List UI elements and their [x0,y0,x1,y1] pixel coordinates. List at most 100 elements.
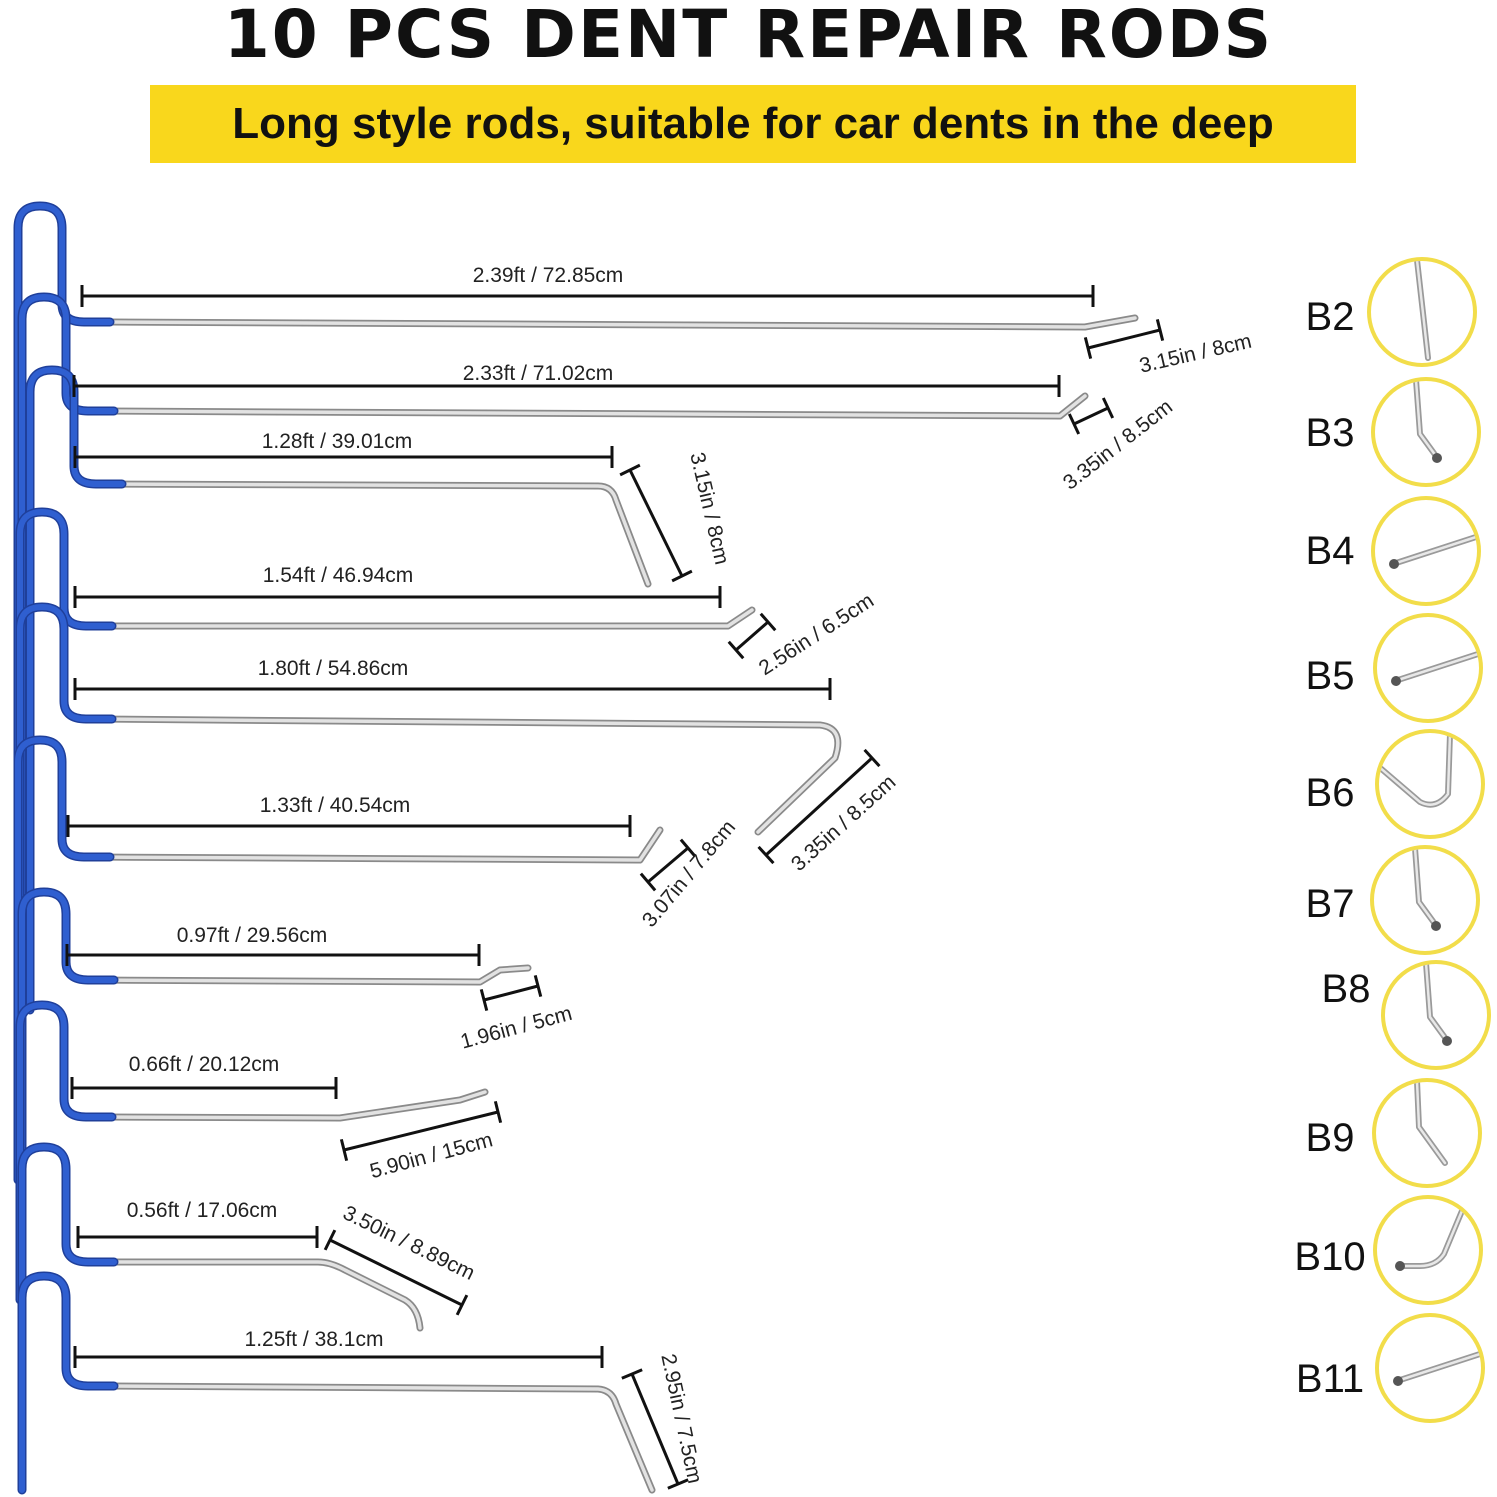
ball-tip-highlight [1398,1352,1481,1382]
rod-length-label: 0.97ft / 29.56cm [177,924,328,947]
length-dimension-4: 1.54ft / 46.94cm [73,564,722,608]
rod-length-label: 1.33ft / 40.54cm [260,794,411,817]
dimension-tick [621,1368,643,1380]
rod-7 [17,887,532,1200]
ball-tip-icon [1391,651,1479,686]
rod-shaft [88,828,662,862]
page-title: 10 PCS DENT REPAIR RODS [223,0,1274,73]
bent-ball-tip-icon [1412,849,1441,931]
rod-3 [25,365,652,1015]
tip-dimension-1: 3.15in / 8cm [1083,318,1254,378]
rod-shaft [108,316,1137,329]
tip-dimension-7: 1.96in / 5cm [458,974,575,1054]
rod-4 [15,507,756,1075]
tip-code-label: B4 [1306,529,1355,573]
rod-shaft [93,717,840,834]
dimension-tick [1101,397,1115,419]
tip-code-label: B11 [1296,1357,1364,1401]
ball-tip-icon [1389,534,1477,569]
tip-code-label: B7 [1306,882,1355,926]
length-dimension-3: 1.28ft / 39.01cm [73,430,614,468]
ball-end [1395,1261,1405,1271]
bent-ball-tip-icon [1423,964,1452,1046]
subtitle-banner: Long style rods, suitable for car dents … [150,85,1356,163]
tip-detail-b6: B6 [1306,729,1485,839]
dimension-tick [339,1138,349,1162]
dimension-tick [493,1100,503,1124]
rod-shaft-outline [96,606,756,630]
rod-9 [17,1142,424,1375]
dimension-tick [479,988,489,1012]
dimension-tick [757,845,775,865]
tip-circle [1370,845,1480,955]
tip-detail-b11: B11 [1296,1313,1485,1423]
dimension-tick [455,1294,469,1316]
u-bend-tip-icon [1379,733,1453,808]
tip-detail-b5: B5 [1306,613,1483,723]
dimension-tick [679,838,697,858]
rod-handle [19,1273,117,1493]
ball-end [1389,559,1399,569]
dimension-tick [671,569,693,583]
rod-length-label: 1.28ft / 39.01cm [262,430,413,453]
tip-code-label: B2 [1306,295,1355,339]
length-dimension-6: 1.33ft / 40.54cm [66,794,632,837]
rod-handle [19,889,117,1198]
tip-circle [1371,377,1481,487]
rod-1 [13,201,1139,985]
tip-circle [1381,960,1491,1070]
bent-ball-tip-icon [1413,381,1442,463]
rods-layer [13,201,1139,1495]
bent-ball-tip-highlight [1413,849,1437,926]
tip-dimension-4: 2.56in / 6.5cm [727,589,878,680]
tip-code-label: B10 [1294,1235,1365,1279]
length-dimension-8: 0.66ft / 20.12cm [70,1053,338,1099]
tip-dimension-10: 2.95in / 7.5cm [621,1352,706,1490]
rod-shaft [98,1260,422,1330]
ball-tip-highlight [1394,535,1477,565]
ball-end [1391,676,1401,686]
rod-length-label: 1.25ft / 38.1cm [245,1328,384,1351]
flat-tip-icon [1414,261,1431,361]
tip-circle [1375,729,1485,839]
rod-5 [15,602,842,1095]
flat-tip-highlight [1415,261,1430,360]
ball-end [1432,453,1442,463]
ball-end [1431,921,1441,931]
angled-tip-icon [1414,1082,1448,1166]
dimension-tick [863,748,881,768]
tip-detail-b7: B7 [1306,845,1480,955]
tip-length-label: 2.95in / 7.5cm [656,1352,706,1486]
rod-handle [17,604,115,1093]
tip-detail-b9: B9 [1306,1078,1482,1188]
dimension-line [343,1110,499,1152]
dimension-line [647,846,689,884]
ball-tip-icon [1393,1351,1481,1386]
rod-shaft [106,482,650,586]
rod-10 [17,1271,656,1495]
rod-2 [17,292,1089,1005]
rod-length-label: 1.54ft / 46.94cm [263,564,414,587]
rod-handle [15,737,113,1183]
tip-code-label: B8 [1322,967,1371,1011]
tip-code-label: B9 [1306,1116,1355,1160]
tip-circle [1373,1195,1483,1305]
dimension-tick [727,640,745,660]
ball-tip-highlight [1396,652,1479,682]
length-dimension-7: 0.97ft / 29.56cm [65,924,481,966]
tip-detail-b4: B4 [1306,496,1481,606]
dimension-tick [1155,318,1165,342]
dimension-line [735,620,769,652]
rod-length-label: 1.80ft / 54.86cm [258,657,409,680]
ball-end [1393,1376,1403,1386]
tip-code-label: B6 [1306,771,1355,815]
tip-length-label: 3.07in / 7.8cm [638,816,740,932]
rod-shaft [106,1384,654,1492]
rod-shaft-outline [91,715,842,836]
dimension-line [764,756,874,857]
rod-shaft-outline [96,1258,424,1332]
dimension-line [1087,328,1161,350]
rod-shaft [93,394,1087,418]
